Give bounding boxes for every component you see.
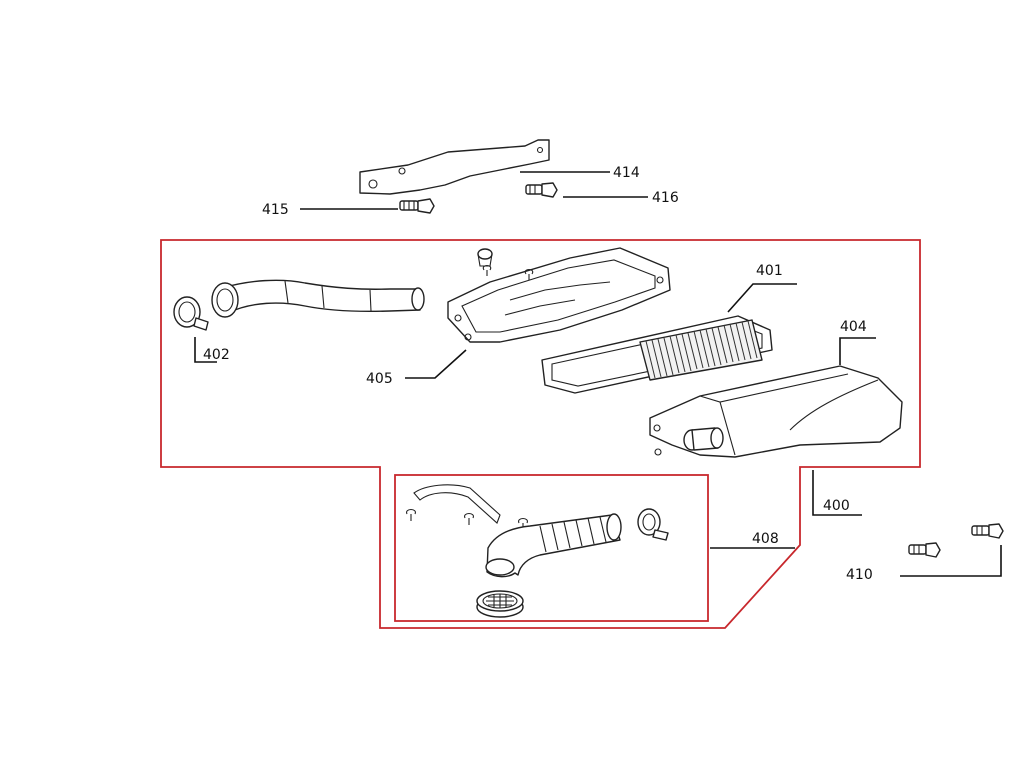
- clamp-402: [173, 296, 209, 331]
- filter-element-401: [541, 315, 773, 394]
- filter-pleats: [645, 320, 758, 379]
- leader-lines: [194, 171, 1002, 577]
- intake-tube-408: [406, 484, 528, 530]
- leader-401: [727, 283, 797, 313]
- intake-clamp-408: [637, 508, 669, 541]
- bolt-410-left: [908, 542, 941, 558]
- callout-415: 415: [262, 202, 289, 218]
- case-cover-404: [649, 365, 903, 458]
- leader-402: [194, 337, 217, 363]
- leader-405: [405, 349, 467, 379]
- bolt-410-right: [971, 523, 1004, 539]
- callout-405: 405: [366, 371, 393, 387]
- callout-labels: 414 415 416 402 405 401 404 400 408 410: [203, 165, 873, 583]
- callout-400: 400: [823, 498, 850, 514]
- intake-408-outline: [394, 474, 709, 622]
- callout-414: 414: [613, 165, 640, 181]
- callout-408: 408: [752, 531, 779, 547]
- intake-bellows-408: [485, 513, 622, 578]
- leader-404: [839, 337, 876, 365]
- callout-401: 401: [756, 263, 783, 279]
- bolt-415: [399, 198, 435, 214]
- leader-400: [812, 470, 862, 516]
- bolt-416: [525, 182, 558, 198]
- intake-screen-408: [476, 590, 524, 618]
- callout-402: 402: [203, 347, 230, 363]
- callout-404: 404: [840, 319, 867, 335]
- case-back-405: [447, 247, 671, 343]
- assembly-400-outline: [160, 239, 921, 629]
- bracket-414: [359, 139, 550, 195]
- callout-410: 410: [846, 567, 873, 583]
- callout-416: 416: [652, 190, 679, 206]
- leader-410: [900, 545, 1002, 577]
- intake-duct-hose: [211, 279, 425, 318]
